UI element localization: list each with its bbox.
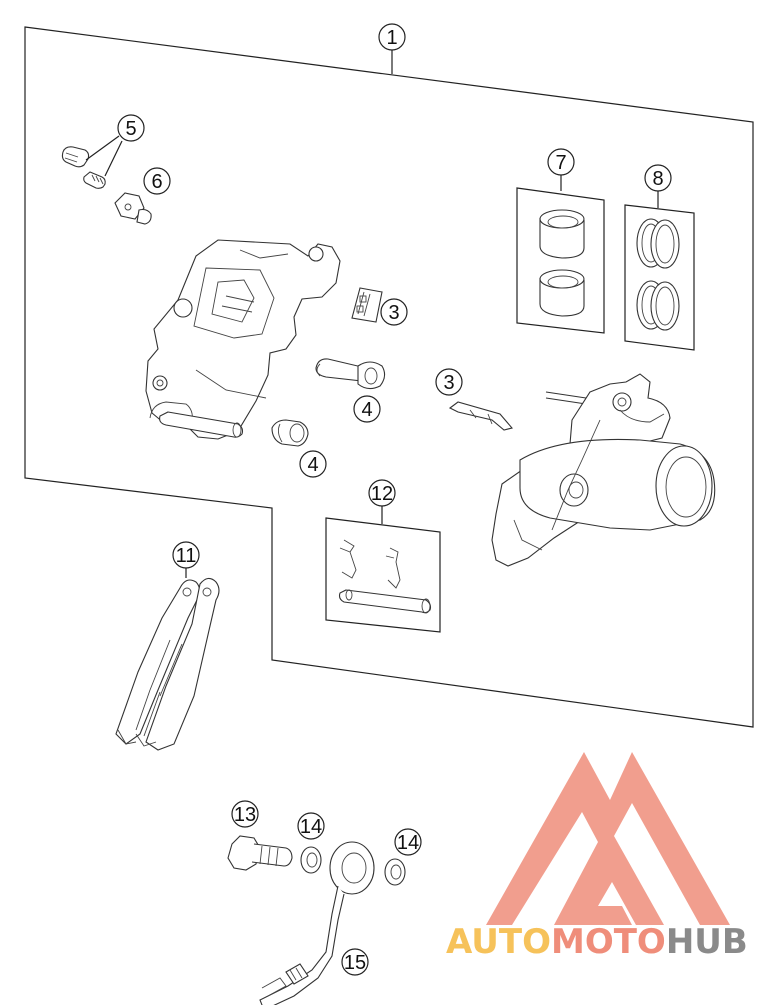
slide-pin	[315, 358, 386, 390]
callout-11[interactable]: 11	[172, 541, 200, 578]
callout-12[interactable]: 12	[368, 479, 396, 524]
wordmark-auto: AUTO	[446, 922, 551, 962]
pad-retainer-clip	[351, 287, 383, 323]
callout-14-a[interactable]: 14	[297, 812, 325, 840]
callout-8-label: 8	[652, 168, 663, 190]
callout-8[interactable]: 8	[644, 164, 672, 208]
washer-right	[384, 858, 406, 886]
callout-12-label: 12	[371, 483, 393, 505]
callout-3-b-label: 3	[443, 372, 454, 394]
piston-upper	[539, 209, 585, 259]
caliper-bracket	[145, 239, 341, 440]
callout-14-b-label: 14	[397, 832, 419, 854]
callout-4-a-label: 4	[361, 399, 372, 421]
seal-kit	[624, 204, 695, 351]
automotohub-wordmark: AUTOMOTOHUB	[446, 922, 748, 962]
callout-4-b-label: 4	[307, 454, 318, 476]
callout-13-label: 13	[234, 804, 256, 826]
pin-kit	[325, 517, 441, 633]
assembly-boundary	[24, 26, 754, 728]
piston-lower	[539, 269, 585, 317]
seal-rings-lower	[636, 280, 680, 331]
bleeder-cap	[114, 192, 152, 225]
wordmark-moto: MOTO	[551, 922, 666, 962]
callout-3-a[interactable]: 3	[380, 298, 408, 326]
callout-5[interactable]: 5	[85, 114, 145, 177]
callout-1[interactable]: 1	[378, 23, 406, 74]
piston-kit	[516, 187, 605, 334]
pin-boot	[271, 419, 309, 447]
callout-3-a-label: 3	[388, 302, 399, 324]
callout-14-a-label: 14	[300, 816, 322, 838]
caliper-housing	[491, 373, 716, 567]
callout-11-label: 11	[176, 545, 197, 567]
svg-text:AUTOMOTOHUB: AUTOMOTOHUB	[446, 922, 748, 962]
brake-line	[259, 841, 375, 1005]
brake-pads	[115, 577, 220, 751]
callout-4-b[interactable]: 4	[299, 450, 327, 478]
callout-6-label: 6	[151, 171, 162, 193]
r-clip-left	[339, 539, 357, 579]
automotohub-logo	[486, 752, 730, 925]
banjo-bolt	[227, 835, 293, 871]
washer-left	[300, 846, 322, 874]
bleeder-valve	[61, 146, 106, 189]
callout-5-label: 5	[125, 118, 136, 140]
callout-13[interactable]: 13	[231, 800, 259, 828]
callout-15[interactable]: 15	[341, 948, 369, 976]
callout-6[interactable]: 6	[143, 167, 171, 195]
wordmark-hub: HUB	[666, 922, 748, 962]
callout-15-label: 15	[344, 952, 366, 974]
callout-7-label: 7	[555, 152, 566, 174]
r-clip-right	[385, 547, 401, 589]
callout-14-b[interactable]: 14	[394, 828, 422, 856]
anti-rattle-spring	[448, 401, 513, 431]
pad-pin	[338, 589, 432, 614]
seal-rings-upper	[636, 218, 680, 269]
callout-3-b[interactable]: 3	[435, 368, 463, 396]
callout-7[interactable]: 7	[547, 148, 575, 191]
callout-1-label: 1	[386, 27, 397, 49]
callout-4-a[interactable]: 4	[353, 395, 381, 423]
